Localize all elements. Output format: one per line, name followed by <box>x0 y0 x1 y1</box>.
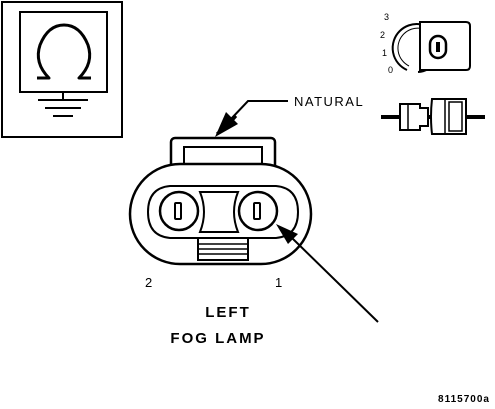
cavity-2 <box>158 190 200 232</box>
figure-id: 8115700a <box>438 394 490 405</box>
pin-number-1: 1 <box>275 275 282 290</box>
fog-lamp-connector <box>128 136 313 266</box>
caption-line-1: LEFT <box>205 304 251 321</box>
caption-line-2: FOG LAMP <box>170 330 265 347</box>
key-mark-1: 1 <box>382 48 387 58</box>
ohmmeter-resistance-icon <box>1 1 123 138</box>
cavity-1 <box>237 190 279 232</box>
key-mark-0: 0 <box>388 65 393 75</box>
key-position-icon: 3 2 1 0 <box>380 12 471 75</box>
natural-callout-arrow <box>215 100 288 137</box>
connector-color-label: NATURAL <box>294 94 364 109</box>
connector-halves-icon <box>381 98 485 135</box>
key-mark-3: 3 <box>384 12 389 22</box>
key-mark-2: 2 <box>380 30 385 40</box>
pin-number-2: 2 <box>145 275 152 290</box>
cavity-1-pointer-arrow <box>276 224 379 323</box>
